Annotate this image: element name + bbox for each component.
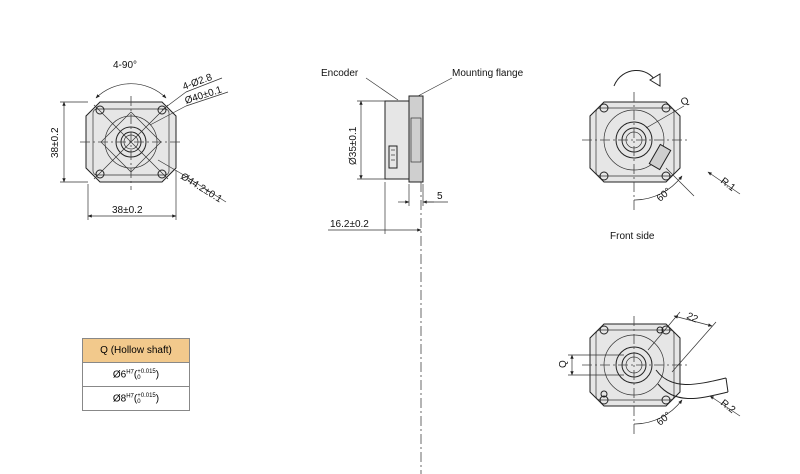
angle-60-top: 60°: [655, 186, 674, 204]
total-length-label: 16.2±0.2: [330, 219, 369, 230]
front-side-caption: Front side: [610, 231, 655, 242]
q-mark-top: Q: [679, 95, 691, 109]
angle-range-label: 4-90°: [113, 60, 137, 71]
front-side-view: Q 60° R.1 Front side: [582, 70, 741, 242]
width-label: 38±0.2: [112, 205, 143, 216]
flange-thickness-label: 5: [437, 191, 443, 202]
side-view: Encoder Mounting flange Ø35±0.1 5 16.2±0…: [321, 68, 524, 474]
outer-dia-label: Ø44.2±0.1: [178, 171, 224, 205]
q-mark-bottom: Q: [558, 360, 569, 368]
shaft-table-header: Q (Hollow shaft): [82, 338, 190, 363]
radius-2-label: R.2: [718, 398, 737, 417]
cable-length-label: 22: [685, 311, 700, 326]
encoder-label: Encoder: [321, 68, 359, 79]
radius-1-label: R.1: [718, 176, 737, 195]
flange-label: Mounting flange: [452, 68, 524, 79]
angle-60-bottom: 60°: [655, 410, 674, 428]
height-label: 38±0.2: [50, 127, 61, 158]
front-view-dimensioned: 4-90° 4-Ø2.8 Ø40±0.1 Ø44.2±0.1 38±0.2 38…: [50, 60, 229, 220]
cable-view: Q 22 60° R.2: [558, 311, 741, 436]
body-dia-label: Ø35±0.1: [348, 126, 359, 165]
